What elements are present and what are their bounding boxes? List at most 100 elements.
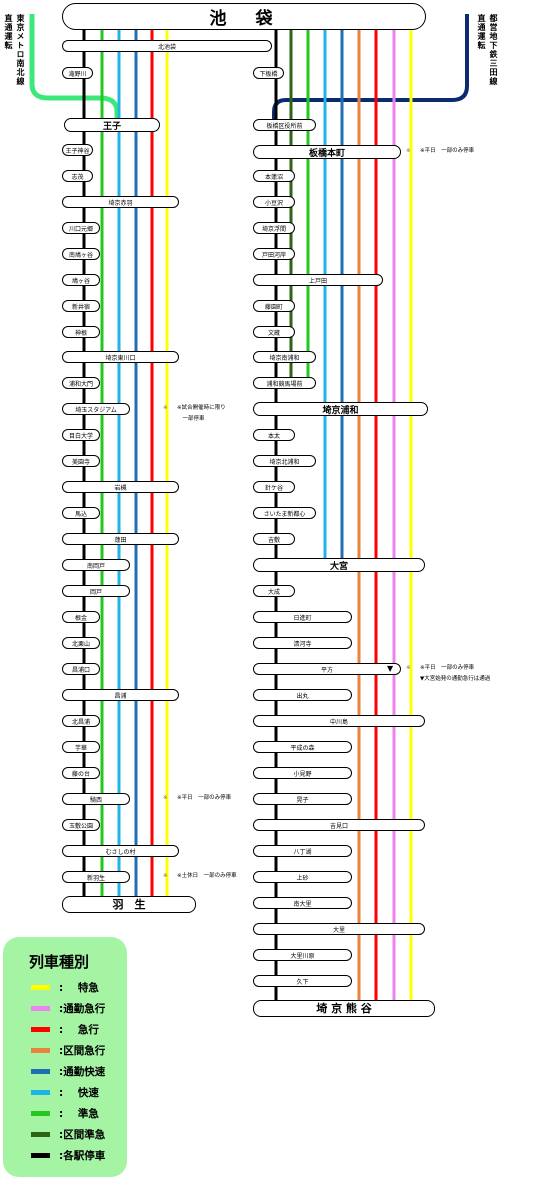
station-name: 北昌浦	[71, 718, 90, 726]
right-station[interactable]: 本太	[253, 429, 295, 441]
right-station[interactable]: 久下	[253, 975, 352, 987]
left-station[interactable]: 昌浦口	[62, 663, 100, 675]
left-station[interactable]: 玉敷公園	[62, 819, 100, 831]
left-station[interactable]: 川口元郷	[62, 222, 100, 234]
stop-note-text: ※平日 一部のみ停車	[420, 148, 475, 154]
right-station[interactable]: 出丸	[253, 689, 352, 701]
left-station[interactable]: 北栗山	[62, 637, 100, 649]
service-lines	[82, 30, 413, 1005]
right-station[interactable]: 文蔵	[253, 326, 295, 338]
left-station[interactable]: 美園寺	[62, 455, 100, 467]
note-mark: ※	[163, 795, 168, 801]
station-name: 大成	[267, 588, 280, 596]
station-name: 神根	[74, 329, 87, 337]
left-station[interactable]: 志茂	[62, 170, 93, 182]
station-name: 埼 京 熊 谷	[316, 1002, 372, 1015]
left-station[interactable]: 岩槻	[62, 481, 179, 493]
right-station[interactable]: 大里	[253, 923, 425, 935]
right-station[interactable]: 大成	[253, 585, 295, 597]
stop-note-text: ※平日 一部のみ停車	[420, 665, 475, 671]
right-station[interactable]: 板橋区役所前	[253, 119, 316, 131]
right-station[interactable]: 吉見口	[253, 819, 425, 831]
left-station[interactable]: 鳩ヶ谷	[62, 274, 100, 286]
left-station[interactable]: 根金	[62, 611, 100, 623]
right-station[interactable]: 藤園町	[253, 300, 295, 312]
right-station[interactable]: 日進町	[253, 611, 352, 623]
left-station[interactable]: 浦和大門	[62, 377, 100, 389]
left-station[interactable]: 王子	[64, 118, 160, 132]
legend-label: :通勤急行	[59, 1003, 106, 1015]
right-station[interactable]: さいたま新都心	[253, 507, 316, 519]
left-station[interactable]: 蓮田	[62, 533, 179, 545]
station-name: 板橋区役所前	[266, 122, 303, 130]
right-station[interactable]: 上戸田	[253, 274, 383, 286]
right-station[interactable]: 針ケ谷	[253, 481, 295, 493]
left-station[interactable]: 芋華	[62, 741, 100, 753]
station-name: 埼京南浦和	[269, 354, 300, 362]
station-name: 清河寺	[293, 640, 312, 648]
right-station[interactable]: 平方	[253, 663, 401, 675]
legend-swatch	[31, 1069, 50, 1074]
right-station[interactable]: 吉敷	[253, 533, 295, 545]
legend-item: :各駅停車	[31, 1147, 127, 1163]
through-label-right-line: 都営地下鉄三田線	[489, 14, 498, 86]
left-station[interactable]: 滝野川	[62, 67, 93, 79]
right-station[interactable]: 八丁湖	[253, 845, 352, 857]
right-station[interactable]: 清河寺	[253, 637, 352, 649]
right-station[interactable]: 平成の森	[253, 741, 352, 753]
note-mark: ※	[406, 665, 411, 671]
left-station[interactable]: むさしの村	[62, 845, 179, 857]
stop-note-text: ※平日 一部のみ停車	[177, 795, 232, 801]
right-station[interactable]: 上砂	[253, 871, 352, 883]
right-station[interactable]: 戸田河岸	[253, 248, 295, 260]
left-station[interactable]: 北昌浦	[62, 715, 100, 727]
station-name: 鳩ヶ谷	[71, 277, 90, 285]
station-name: 日進町	[293, 614, 312, 622]
right-station[interactable]: 小見野	[253, 767, 352, 779]
left-station[interactable]: 北池袋	[62, 40, 272, 52]
station-name: 埼京浮間	[261, 225, 286, 233]
left-station[interactable]: 神根	[62, 326, 100, 338]
left-station[interactable]: 王子神谷	[62, 144, 93, 156]
left-station[interactable]: 埼京赤羽	[62, 196, 179, 208]
right-station[interactable]: 板橋本町	[253, 145, 401, 159]
right-station[interactable]: 下板橋	[253, 67, 284, 79]
legend-swatch	[31, 1090, 50, 1095]
right-station[interactable]: 中川島	[253, 715, 425, 727]
station-name: 南大里	[293, 900, 312, 908]
left-station[interactable]: 藤の台	[62, 767, 100, 779]
right-station[interactable]: 浦和競馬場前	[253, 377, 316, 389]
left-station[interactable]: 新羽生	[62, 871, 130, 883]
right-station[interactable]: 埼 京 熊 谷	[253, 999, 435, 1017]
left-station[interactable]: 新井宿	[62, 300, 100, 312]
right-station[interactable]: 埼京南浦和	[253, 351, 316, 363]
left-station[interactable]: 羽 生	[62, 895, 196, 913]
legend-label: : 急行	[59, 1024, 99, 1036]
right-station[interactable]: 晃子	[253, 793, 352, 805]
legend: 列車種別 : 特急:通勤急行: 急行:区間急行:通勤快速: 快速: 準急:区間準…	[3, 937, 127, 1177]
right-station[interactable]: 小豆沢	[253, 196, 295, 208]
right-station[interactable]: 埼京浮間	[253, 222, 295, 234]
legend-label: :区間準急	[59, 1129, 106, 1141]
left-station[interactable]: 埼玉スタジアム	[62, 403, 130, 415]
terminal-ikebukuro[interactable]: 池 袋	[62, 3, 426, 30]
right-station[interactable]: 埼京浦和	[253, 402, 428, 416]
right-station[interactable]: 大里川原	[253, 949, 352, 961]
right-station[interactable]: 埼京北浦和	[253, 455, 316, 467]
left-station[interactable]: 岡戸	[62, 585, 130, 597]
left-station[interactable]: 南鳩ヶ谷	[62, 248, 100, 260]
right-station[interactable]: 大宮	[253, 558, 425, 572]
right-station[interactable]: 本蓮沼	[253, 170, 295, 182]
right-station[interactable]: 南大里	[253, 897, 352, 909]
legend-label: :通勤快速	[59, 1066, 106, 1078]
station-name: 昌浦口	[71, 666, 90, 674]
left-station[interactable]: 南岡戸	[62, 559, 130, 571]
left-station[interactable]: 騎西	[62, 793, 130, 805]
left-station[interactable]: 馬込	[62, 507, 100, 519]
station-name: 目白大学	[68, 432, 93, 440]
left-station[interactable]: 埼京東川口	[62, 351, 179, 363]
station-name: 南鳩ヶ谷	[68, 251, 93, 259]
left-station[interactable]: 昌浦	[62, 689, 179, 701]
left-station[interactable]: 目白大学	[62, 429, 100, 441]
legend-swatch	[31, 985, 50, 990]
